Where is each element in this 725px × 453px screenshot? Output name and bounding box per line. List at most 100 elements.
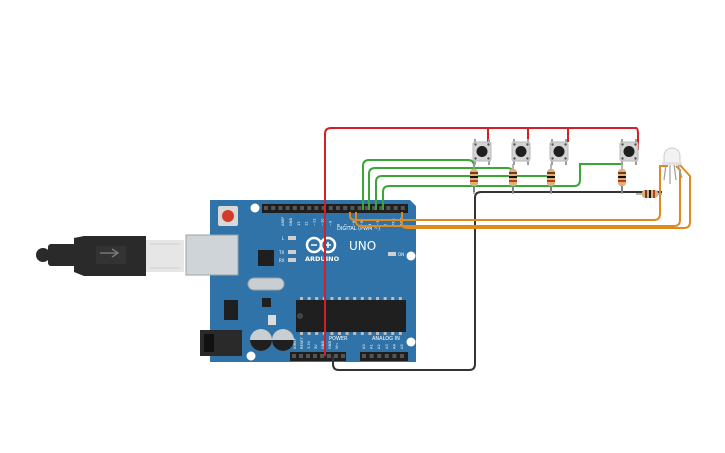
pushbutton-4[interactable] <box>619 139 639 165</box>
digital-pin-label: ~6 <box>352 220 356 226</box>
brand-label: ARDUINO <box>305 255 340 263</box>
header-pin[interactable] <box>278 206 283 210</box>
wire-gnd[interactable] <box>332 191 662 371</box>
wire-led-2[interactable] <box>355 165 681 227</box>
digital-label: DIGITAL (PWM ~) <box>337 226 380 232</box>
header-pin[interactable] <box>400 206 405 210</box>
power-pin-label: GND <box>328 341 332 349</box>
analog-pin-label: A4 <box>392 344 396 349</box>
led-resistor[interactable] <box>636 190 662 198</box>
header-pin[interactable] <box>357 206 362 210</box>
header-pin[interactable] <box>307 206 312 210</box>
header-pin[interactable] <box>328 206 333 210</box>
digital-pin-label: 8 <box>336 223 340 226</box>
digital-pin-label: ~3 <box>376 221 380 226</box>
header-pin[interactable] <box>393 206 398 210</box>
reset-button[interactable] <box>218 206 238 226</box>
header-pin[interactable] <box>300 206 304 210</box>
crystal <box>247 277 285 291</box>
header-pin[interactable] <box>364 206 369 210</box>
power-header[interactable] <box>290 352 346 361</box>
header-pin[interactable] <box>377 354 382 358</box>
pulldown-resistor-1[interactable] <box>470 164 478 194</box>
digital-header[interactable] <box>262 204 408 213</box>
header-pin[interactable] <box>369 354 374 358</box>
header-pin[interactable] <box>314 206 319 210</box>
header-pin[interactable] <box>362 354 366 358</box>
tx-led-label: TX <box>278 250 284 255</box>
header-pin[interactable] <box>343 206 348 210</box>
usb-port <box>185 234 239 276</box>
digital-pin-label: 13 <box>297 221 301 226</box>
digital-pin-label: ~10 <box>321 218 325 226</box>
l-led-label: L <box>282 236 285 241</box>
wire-led-1[interactable] <box>349 165 668 221</box>
header-pin[interactable] <box>320 354 324 358</box>
pushbutton-1[interactable] <box>472 139 492 165</box>
header-pin[interactable] <box>285 206 290 210</box>
on-led <box>388 252 396 256</box>
analog-pin-label: A1 <box>370 344 374 349</box>
mount-hole <box>246 351 256 361</box>
tx-led <box>288 250 296 254</box>
l-led <box>288 236 296 240</box>
digital-pin-label: ~5 <box>360 221 364 226</box>
power-pin-label: RESET <box>300 337 304 349</box>
analog-pin-label: A2 <box>377 344 381 349</box>
header-pin[interactable] <box>321 206 326 210</box>
rx-led-label: RX <box>279 258 285 263</box>
header-pin[interactable] <box>336 206 340 210</box>
regulator <box>224 300 238 320</box>
digital-pin-label: 12 <box>305 221 309 226</box>
header-pin[interactable] <box>400 354 404 358</box>
header-pin[interactable] <box>271 206 276 210</box>
analog-pin-label: A0 <box>362 344 366 349</box>
header-pin[interactable] <box>392 354 397 358</box>
pulldown-resistor-4[interactable] <box>618 164 626 194</box>
pulldown-resistor-3[interactable] <box>547 164 555 194</box>
mount-hole <box>406 337 416 347</box>
header-pin[interactable] <box>299 354 303 358</box>
digital-pin-label: ~9 <box>328 220 332 226</box>
digital-pin-label: AREF <box>281 217 285 226</box>
header-pin[interactable] <box>264 206 268 210</box>
header-pin[interactable] <box>313 354 317 358</box>
model-label: UNO <box>349 239 376 253</box>
mount-hole <box>250 203 260 213</box>
header-pin[interactable] <box>334 354 338 358</box>
pushbutton-3[interactable] <box>549 139 569 165</box>
power-pin-label: 3.3V <box>307 340 311 349</box>
rgb-led[interactable] <box>662 147 683 184</box>
wire-signal-1[interactable] <box>362 159 475 210</box>
header-pin[interactable] <box>379 206 384 210</box>
digital-pin-label: 4 <box>368 223 372 226</box>
header-pin[interactable] <box>292 354 296 358</box>
header-pin[interactable] <box>386 206 391 210</box>
pulldown-resistor-2[interactable] <box>509 164 517 194</box>
header-pin[interactable] <box>384 354 389 358</box>
usb-chip <box>258 250 274 266</box>
wire-led-3[interactable] <box>401 163 691 229</box>
header-pin[interactable] <box>327 354 331 358</box>
pushbutton-2[interactable] <box>511 139 531 165</box>
analog-pin-label: A3 <box>385 344 389 349</box>
power-pin-label: 5V <box>314 344 318 349</box>
header-pin[interactable] <box>372 206 376 210</box>
power-label: POWER <box>329 336 348 342</box>
mount-hole <box>406 251 416 261</box>
capacitor <box>272 329 294 351</box>
digital-pin-label: GND <box>289 218 293 226</box>
digital-pin-label: ~11 <box>313 218 317 226</box>
header-pin[interactable] <box>306 354 310 358</box>
header-pin[interactable] <box>292 206 297 210</box>
atmega-chip <box>296 297 406 335</box>
analog-header[interactable] <box>360 352 408 361</box>
rx-led <box>288 258 296 262</box>
wire-signal-4[interactable] <box>382 163 622 210</box>
usb-cable[interactable] <box>36 236 184 276</box>
header-pin[interactable] <box>341 354 345 358</box>
wire-5v[interactable] <box>324 127 639 356</box>
header-pin[interactable] <box>350 206 355 210</box>
